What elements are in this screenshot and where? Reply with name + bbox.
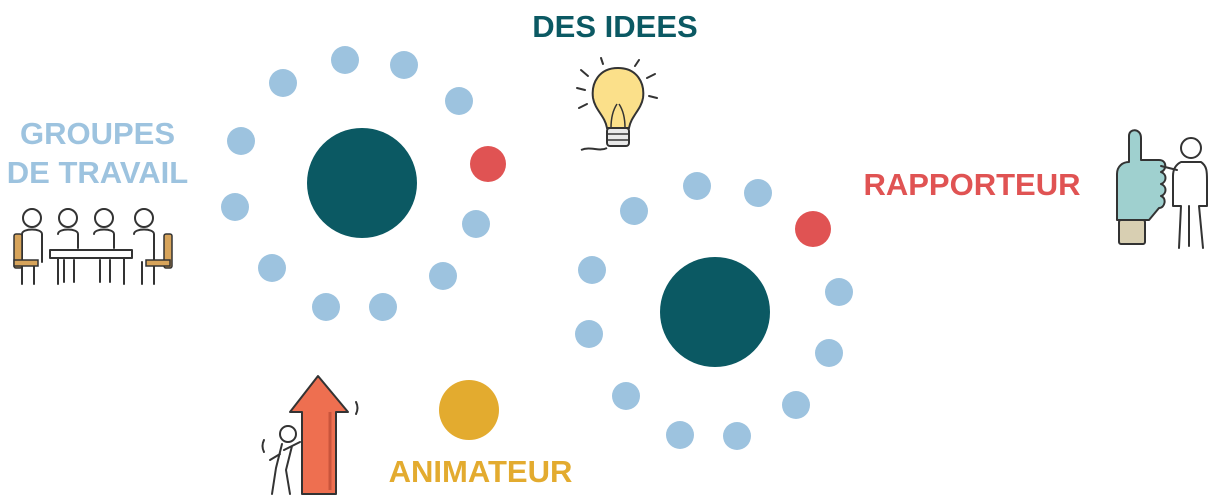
member-dot (429, 262, 457, 290)
member-dot (390, 51, 418, 79)
label-work-groups-line2: DE TRAVAIL (6, 154, 189, 190)
member-dot (575, 320, 603, 348)
member-dot (683, 172, 711, 200)
member-dot (782, 391, 810, 419)
member-dot (723, 422, 751, 450)
label-facilitator: ANIMATEUR (388, 454, 573, 489)
hub-circle-right (660, 257, 770, 367)
member-dot (258, 254, 286, 282)
cluster-left (221, 46, 506, 321)
lightbulb-icon (576, 57, 658, 151)
reporter-dot-left (470, 146, 506, 182)
member-dot (620, 197, 648, 225)
member-dot (312, 293, 340, 321)
arrow-up-person-icon (261, 375, 359, 495)
member-dot (578, 256, 606, 284)
member-dot (612, 382, 640, 410)
member-dot (227, 127, 255, 155)
member-dot (666, 421, 694, 449)
cluster-right (575, 172, 853, 450)
member-dot (331, 46, 359, 74)
label-reporter: RAPPORTEUR (863, 167, 1081, 202)
reporter-dot-right (795, 211, 831, 247)
member-dot (221, 193, 249, 221)
member-dot (744, 179, 772, 207)
member-dot (462, 210, 490, 238)
facilitator-dot (439, 380, 499, 440)
label-work-groups-line1: GROUPES (19, 116, 176, 151)
member-dot (269, 69, 297, 97)
hub-circle-left (307, 128, 417, 238)
meeting-table-icon (13, 208, 173, 285)
label-work-groups: GROUPES DE TRAVAIL (0, 115, 195, 193)
thumbs-up-person-icon (1116, 129, 1208, 249)
member-dot (445, 87, 473, 115)
member-dot (815, 339, 843, 367)
label-ideas: DES IDEES (532, 9, 698, 44)
member-dot (825, 278, 853, 306)
member-dot (369, 293, 397, 321)
